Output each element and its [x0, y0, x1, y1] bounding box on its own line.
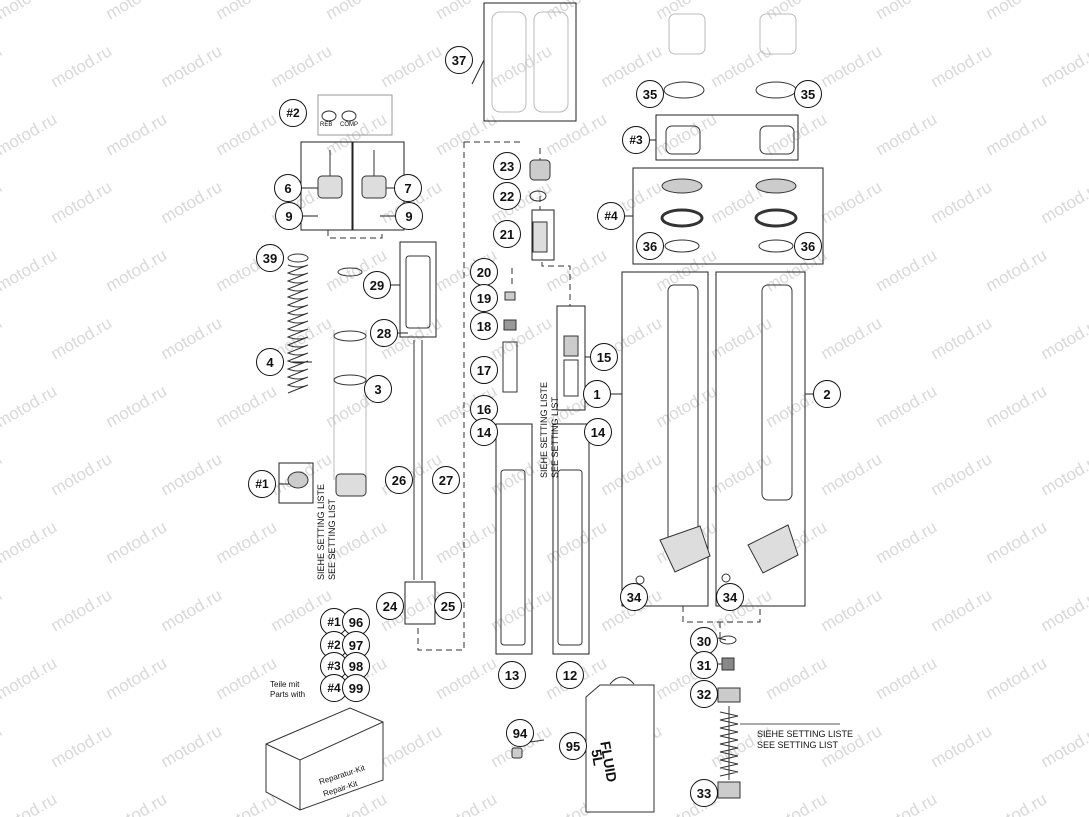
group-frames: [278, 2, 824, 655]
callout-26[interactable]: 26: [385, 466, 413, 494]
reb-label: REB: [320, 122, 333, 128]
callout-22[interactable]: 22: [493, 182, 521, 210]
setting-list-en-left: SEE SETTING LIST: [327, 498, 337, 580]
parts: [265, 11, 799, 813]
callout-kit-1[interactable]: #1: [248, 470, 276, 498]
callout-2[interactable]: 2: [813, 380, 841, 408]
callout-94[interactable]: 94: [506, 719, 534, 747]
callout-kit-2[interactable]: #2: [279, 99, 307, 127]
callout-34-left[interactable]: 34: [620, 583, 648, 611]
teile-mit-label: Teile mit: [270, 680, 300, 689]
callout-14-left[interactable]: 14: [470, 418, 498, 446]
setting-list-en-mid: SEE SETTING LIST: [550, 396, 560, 478]
callout-33[interactable]: 33: [690, 779, 718, 807]
callout-27[interactable]: 27: [432, 466, 460, 494]
callout-21[interactable]: 21: [493, 220, 521, 248]
callout-12[interactable]: 12: [556, 661, 584, 689]
callout-37[interactable]: 37: [445, 46, 473, 74]
callout-34-right[interactable]: 34: [716, 583, 744, 611]
callout-35-right[interactable]: 35: [794, 80, 822, 108]
callout-18[interactable]: 18: [470, 312, 498, 340]
callout-7[interactable]: 7: [394, 174, 422, 202]
assembly-lines: [327, 141, 761, 651]
parts-with-label: Parts with: [270, 690, 306, 699]
callout-3[interactable]: 3: [364, 375, 392, 403]
comp-label: COMP: [340, 122, 358, 128]
callout-96[interactable]: 96: [342, 608, 370, 636]
setting-list-de-right: SIEHE SETTING LISTE: [757, 729, 854, 739]
callout-9-left[interactable]: 9: [275, 202, 303, 230]
callout-23[interactable]: 23: [493, 152, 521, 180]
callout-99[interactable]: 99: [342, 674, 370, 702]
callout-19[interactable]: 19: [470, 284, 498, 312]
callout-95[interactable]: 95: [559, 732, 587, 760]
callout-36-left[interactable]: 36: [636, 232, 664, 260]
setting-list-en-right: SEE SETTING LIST: [757, 740, 839, 750]
callout-kit-3[interactable]: #3: [622, 126, 650, 154]
fluid-volume-label: 5L: [588, 748, 607, 767]
callout-9-right[interactable]: 9: [395, 202, 423, 230]
callout-4[interactable]: 4: [256, 348, 284, 376]
callout-30[interactable]: 30: [690, 627, 718, 655]
callout-13[interactable]: 13: [498, 661, 526, 689]
callout-6[interactable]: 6: [274, 174, 302, 202]
callout-1[interactable]: 1: [583, 380, 611, 408]
callout-kit-4[interactable]: #4: [597, 202, 625, 230]
callout-39[interactable]: 39: [256, 244, 284, 272]
callout-24[interactable]: 24: [376, 592, 404, 620]
callout-29[interactable]: 29: [363, 271, 391, 299]
callout-36-right[interactable]: 36: [794, 232, 822, 260]
callout-14-right[interactable]: 14: [584, 418, 612, 446]
callout-32[interactable]: 32: [690, 680, 718, 708]
callout-31[interactable]: 31: [690, 651, 718, 679]
callout-20[interactable]: 20: [470, 258, 498, 286]
callout-17[interactable]: 17: [470, 356, 498, 384]
callout-28[interactable]: 28: [370, 319, 398, 347]
callout-15[interactable]: 15: [590, 343, 618, 371]
setting-list-de-left: SIEHE SETTING LISTE: [316, 483, 326, 580]
callout-35-left[interactable]: 35: [636, 80, 664, 108]
callout-25[interactable]: 25: [434, 592, 462, 620]
setting-list-de-mid: SIEHE SETTING LISTE: [539, 381, 549, 478]
